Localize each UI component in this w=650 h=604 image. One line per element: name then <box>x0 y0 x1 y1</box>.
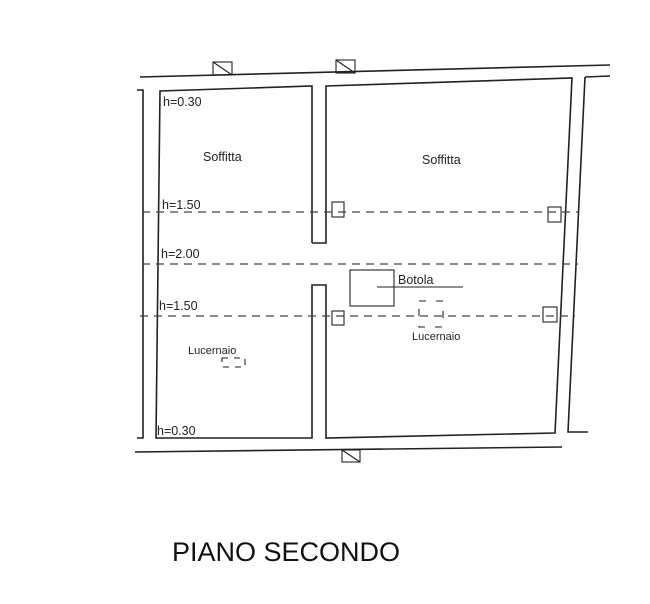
skylight-left <box>221 357 246 368</box>
height-label-ridge: h=2.00 <box>161 247 200 261</box>
outer-walls <box>134 64 611 453</box>
height-label-bottom: h=0.30 <box>157 424 196 438</box>
skylight-right <box>418 300 444 328</box>
room-walls <box>155 77 573 439</box>
height-lines <box>140 211 578 317</box>
hatch-label: Botola <box>398 273 433 287</box>
height-label-lower-mid: h=1.50 <box>159 299 198 313</box>
plan-title: PIANO SECONDO <box>172 537 400 567</box>
height-label-top: h=0.30 <box>163 95 202 109</box>
room-label-soffitta-left: Soffitta <box>203 150 242 164</box>
window-symbols <box>212 59 361 463</box>
pillars <box>331 201 562 326</box>
room-label-lucernaio-right: Lucernaio <box>412 331 460 343</box>
room-label-lucernaio-left: Lucernaio <box>188 345 236 357</box>
height-label-upper-mid: h=1.50 <box>162 198 201 212</box>
room-label-soffitta-right: Soffitta <box>422 153 461 167</box>
hatch-box <box>349 269 395 307</box>
